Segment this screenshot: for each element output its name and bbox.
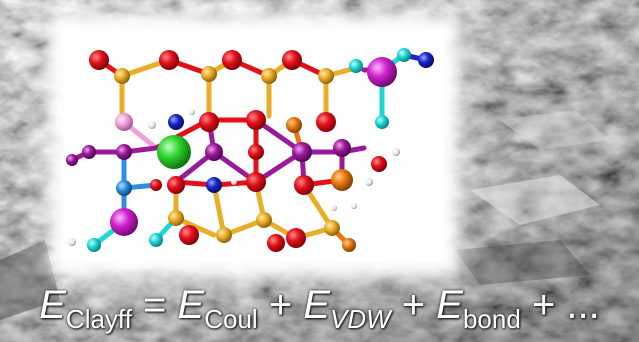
equals-sign: = [143,283,167,327]
plus-sign: + [268,283,293,327]
atoms [66,48,434,252]
plus-sign: + [401,283,426,327]
ellipsis: ... [566,283,600,327]
plus-sign: + [531,283,556,327]
molecule-panel [64,30,444,262]
vdw-subscript: VDW [330,304,391,334]
energy-symbol: E [303,283,330,327]
energy-symbol: E [436,283,463,327]
clay-molecule-model [66,48,434,252]
coul-subscript: Coul [204,304,258,334]
clayff-subscript: Clayff [65,304,132,334]
energy-symbol: E [39,283,66,327]
clayff-energy-equation: EClayff = ECoul + EVDW + Ebond + ... [0,277,639,342]
bond-subscript: bond [462,304,521,334]
energy-symbol: E [177,283,205,327]
